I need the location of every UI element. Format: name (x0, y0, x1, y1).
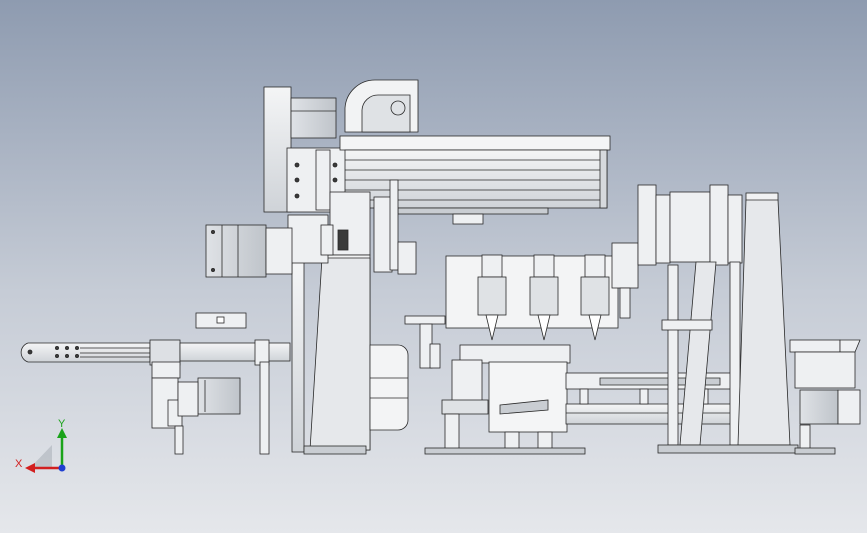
axis-triad: Y X (15, 418, 67, 473)
right-conveyor (565, 372, 747, 425)
left-feeder-arm (20, 312, 291, 455)
vertical-axis-left (263, 86, 348, 213)
y-axis-label: Y (58, 418, 66, 430)
center-fixture-base (419, 323, 586, 455)
right-motor-and-turntable (789, 339, 861, 455)
right-tower-assembly (637, 184, 799, 454)
horizontal-gantry-beam (339, 135, 611, 225)
tank-housing (369, 344, 409, 431)
left-tower-column (287, 179, 417, 455)
camera-station (404, 242, 639, 341)
z-axis-dot (58, 464, 66, 472)
cable-drag-chain (344, 79, 419, 133)
x-axis-label: X (15, 458, 23, 470)
servo-motor-left (205, 224, 293, 278)
